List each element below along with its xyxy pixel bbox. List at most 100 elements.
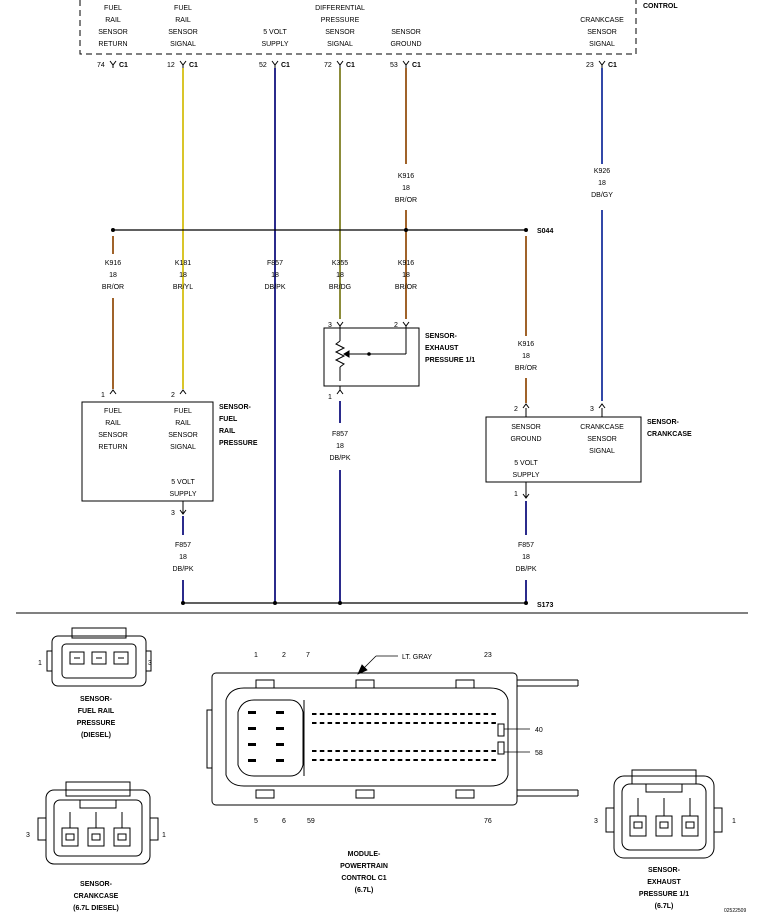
pcm-cavity — [405, 759, 411, 761]
pcm-conn-bottom-pin-4: 76 — [484, 818, 492, 825]
pin53-desc-2: GROUND — [390, 41, 421, 48]
pin23-desc-3: SIGNAL — [589, 41, 615, 48]
label-k355-1: K355 — [332, 260, 348, 267]
label-f857-a-2: 18 — [271, 272, 279, 279]
pcm-cavity — [468, 722, 473, 724]
pin23-desc-1: CRANKCASE — [580, 17, 624, 24]
label-f857-d-2: 18 — [522, 554, 530, 561]
crank-sensor-col2-3: SIGNAL — [589, 448, 615, 455]
label-k916-c-3: BR/OR — [515, 365, 537, 372]
pcm-conn-bottom-pin-3: 59 — [307, 818, 315, 825]
label-k181-1: K181 — [175, 260, 191, 267]
fuel-sensor-col1-3: SENSOR — [98, 432, 128, 439]
pcm-cavity — [358, 759, 364, 761]
pin12-desc-4: SIGNAL — [170, 41, 196, 48]
pcm-cavity — [436, 722, 442, 724]
exh-conn-caption-2: EXHAUST — [647, 879, 681, 886]
pcm-cavity — [491, 722, 496, 724]
crank-sensor-col2-1: CRANKCASE — [580, 424, 624, 431]
conn-id-72: C1 — [346, 62, 355, 69]
pcm-cavity — [390, 750, 395, 752]
pcm-cavity — [452, 750, 457, 752]
label-f857-b-2: 18 — [336, 443, 344, 450]
pin-number-53: 53 — [390, 62, 398, 69]
pcm-cavity — [312, 750, 317, 752]
pcm-cavity — [429, 750, 434, 752]
exhaust-pressure-sensor: 3 2 1 SENSOR- EXHAUST PRESSURE 1/1 — [323, 321, 475, 401]
label-k926-1: K926 — [594, 168, 610, 175]
crank-sensor-title-1: SENSOR- — [647, 419, 680, 426]
label-k916-a-3: BR/OR — [102, 284, 124, 291]
pcm-label: CONTROL — [643, 3, 678, 10]
pcm-cavity — [390, 713, 395, 715]
pcm-cavity — [460, 759, 465, 761]
pcm-cavity — [421, 750, 426, 752]
pcm-cavity — [397, 722, 403, 724]
pcm-conn-side-pin-58: 58 — [535, 750, 543, 757]
pin-number-12: 12 — [167, 62, 175, 69]
pcm-cavity — [327, 750, 333, 752]
conn-id-12: C1 — [189, 62, 198, 69]
pcm-cavity — [319, 722, 325, 724]
pcm-cavity — [468, 750, 473, 752]
label-k355-2: 18 — [336, 272, 344, 279]
pcm-cavity — [312, 713, 317, 715]
pcm-cavity — [468, 713, 473, 715]
pcm-cavity — [366, 759, 372, 761]
pcm-cavity — [483, 750, 489, 752]
pin12-desc-3: SENSOR — [168, 29, 198, 36]
pcm-cavity — [444, 750, 450, 752]
fuel-sensor-col2-4: SIGNAL — [170, 444, 196, 451]
pin12-desc-2: RAIL — [175, 17, 191, 24]
fuel-conn-caption-4: (DIESEL) — [81, 732, 111, 739]
pcm-cavity — [460, 750, 465, 752]
pcm-cavity — [475, 750, 481, 752]
pcm-conn-color-callout: LT. GRAY — [402, 654, 432, 661]
pcm-cavity — [491, 759, 496, 761]
label-f857-a-3: DB/PK — [264, 284, 285, 291]
conn-id-74: C1 — [119, 62, 128, 69]
pcm-cavity — [429, 759, 434, 761]
pcm-cavity — [413, 722, 418, 724]
pcm-c1-pin-labels: 1 2 7 23 5 6 59 76 40 58 LT. GRAY — [254, 652, 543, 825]
pin-number-72: 72 — [324, 62, 332, 69]
pcm-pin-numbers: 74 C1 12 C1 52 C1 72 C1 53 C1 23 C1 — [97, 62, 617, 69]
crank-sensor-col2-2: SENSOR — [587, 436, 617, 443]
exh-sensor-title-1: SENSOR- — [425, 333, 458, 340]
label-f857-c-2: 18 — [179, 554, 187, 561]
pcm-cavity — [413, 759, 418, 761]
wire-labels: K916 18 BR/OR K926 18 DB/GY K916 18 BR/O… — [102, 168, 613, 573]
fuel-sensor-pin1: 1 — [101, 392, 105, 399]
conn-id-23: C1 — [608, 62, 617, 69]
splice-s044: S044 — [111, 228, 553, 235]
exh-sensor-pin3: 3 — [328, 322, 332, 329]
fuel-rail-connector-view — [46, 627, 152, 687]
pcm-cavity — [351, 759, 356, 761]
pcm-cavity — [436, 713, 442, 715]
pcm-cavity — [312, 722, 317, 724]
pcm-cavity — [327, 722, 333, 724]
pcm-c1-cavity-rows — [312, 713, 496, 761]
crank-sensor-title-2: CRANKCASE — [647, 431, 692, 438]
exh-conn-caption-4: (6.7L) — [655, 903, 674, 910]
pcm-conn-caption-1: MODULE- — [348, 851, 381, 858]
pcm-cavity — [460, 722, 465, 724]
fuel-sensor-title-1: SENSOR- — [219, 404, 252, 411]
fuel-conn-pin-left: 1 — [38, 660, 42, 667]
pcm-terminals — [109, 60, 606, 68]
label-k181-3: BR/YL — [173, 284, 193, 291]
crank-sensor-pin3: 3 — [590, 406, 594, 413]
exh-sensor-title-2: EXHAUST — [425, 345, 459, 352]
exh-conn-pin-right: 1 — [732, 818, 736, 825]
pcm-cavity — [366, 713, 372, 715]
fuel-sensor-pin3: 3 — [171, 510, 175, 517]
crankcase-sensor: 2 3 1 SENSOR GROUND CRANKCASE SENSOR SIG… — [485, 403, 692, 499]
label-k926-2: 18 — [598, 180, 606, 187]
pcm-cavity — [483, 722, 489, 724]
pcm-cavity — [343, 722, 348, 724]
crank-sensor-col3-2: SUPPLY — [512, 472, 539, 479]
splice-s044-label: S044 — [537, 228, 553, 235]
fuel-sensor-title-2: FUEL — [219, 416, 238, 423]
pin52-desc-2: SUPPLY — [261, 41, 288, 48]
pcm-cavity — [421, 722, 426, 724]
